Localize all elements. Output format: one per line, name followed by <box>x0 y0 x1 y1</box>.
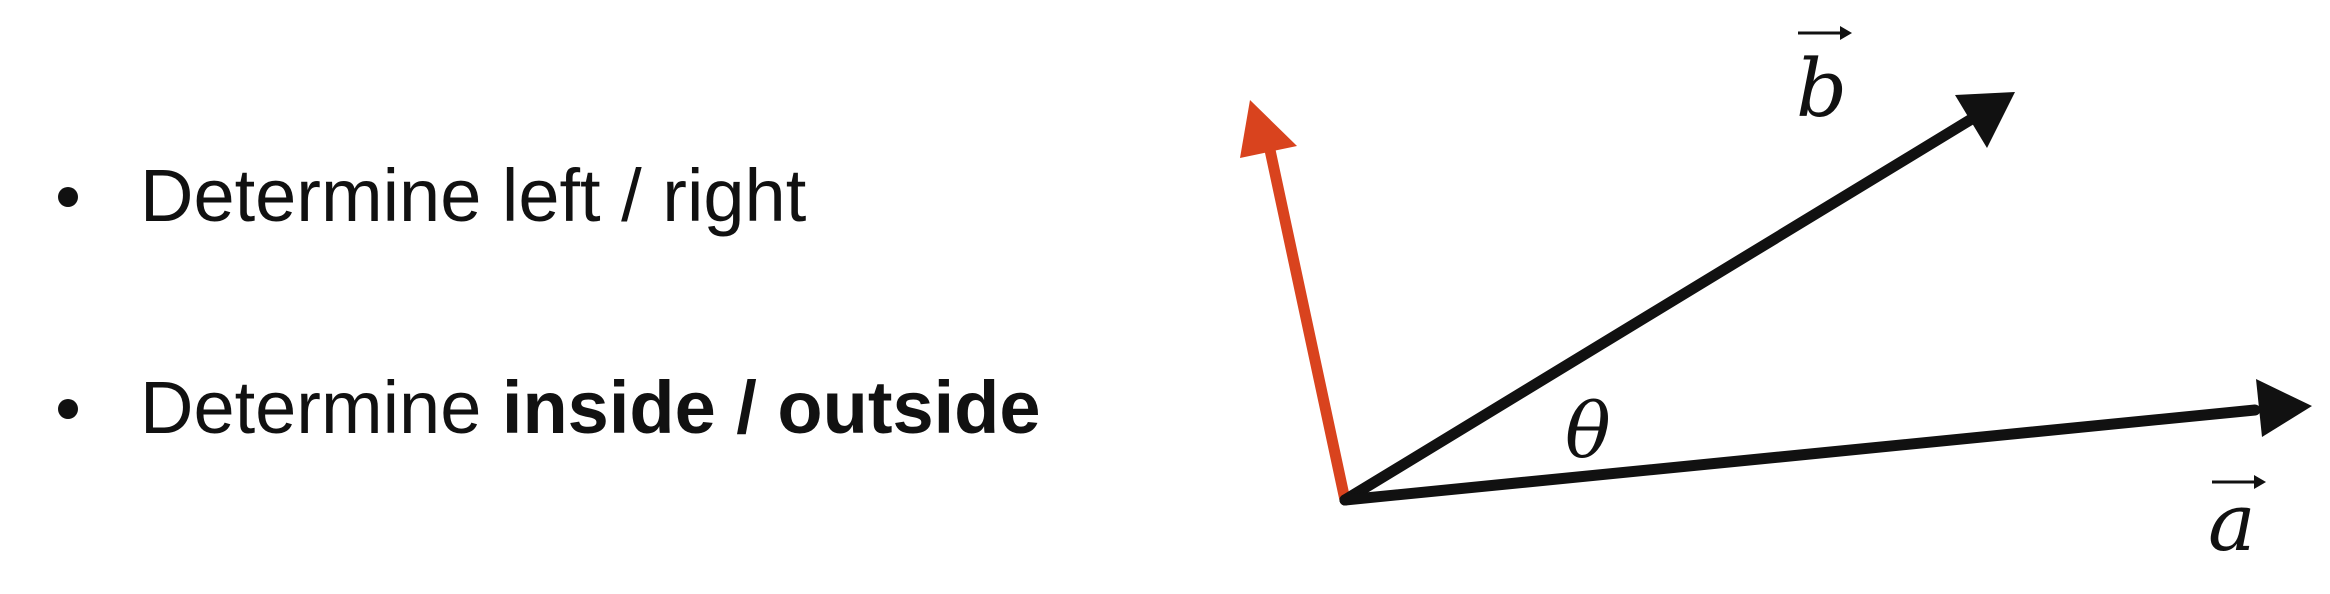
label-b-text: b <box>1796 42 1847 135</box>
bullet-list: Determine left / right Determine inside … <box>58 148 1041 572</box>
label-a: a <box>2208 475 2266 569</box>
label-b: b <box>1796 26 1852 135</box>
bullet-item-left-right: Determine left / right <box>58 148 1041 244</box>
bullet-text: left / right <box>501 154 807 237</box>
vector-a-shaft <box>1339 404 2261 506</box>
bullet-prefix: Determine <box>140 366 502 449</box>
vector-b <box>1339 92 2015 506</box>
label-a-arrow-icon <box>2254 475 2266 489</box>
normal-vector <box>1240 100 1351 506</box>
bullet-item-inside-outside: Determine inside / outside <box>58 360 1041 456</box>
label-a-text: a <box>2208 476 2256 569</box>
vector-b-shaft <box>1339 114 1976 506</box>
normal-vector-arrowhead-icon <box>1240 100 1297 158</box>
label-b-arrow-icon <box>1840 26 1852 40</box>
bullet-text-bold: inside / outside <box>501 366 1041 449</box>
bullet-dot-icon <box>58 399 78 420</box>
vector-b-arrowhead-icon <box>1955 92 2015 148</box>
bullet-dot-icon <box>58 187 78 208</box>
angle-label: θ <box>1565 386 1611 475</box>
bullet-prefix: Determine <box>140 154 502 237</box>
vector-a <box>1339 379 2312 506</box>
vector-a-arrowhead-icon <box>2256 379 2312 437</box>
normal-vector-shaft <box>1264 144 1351 506</box>
